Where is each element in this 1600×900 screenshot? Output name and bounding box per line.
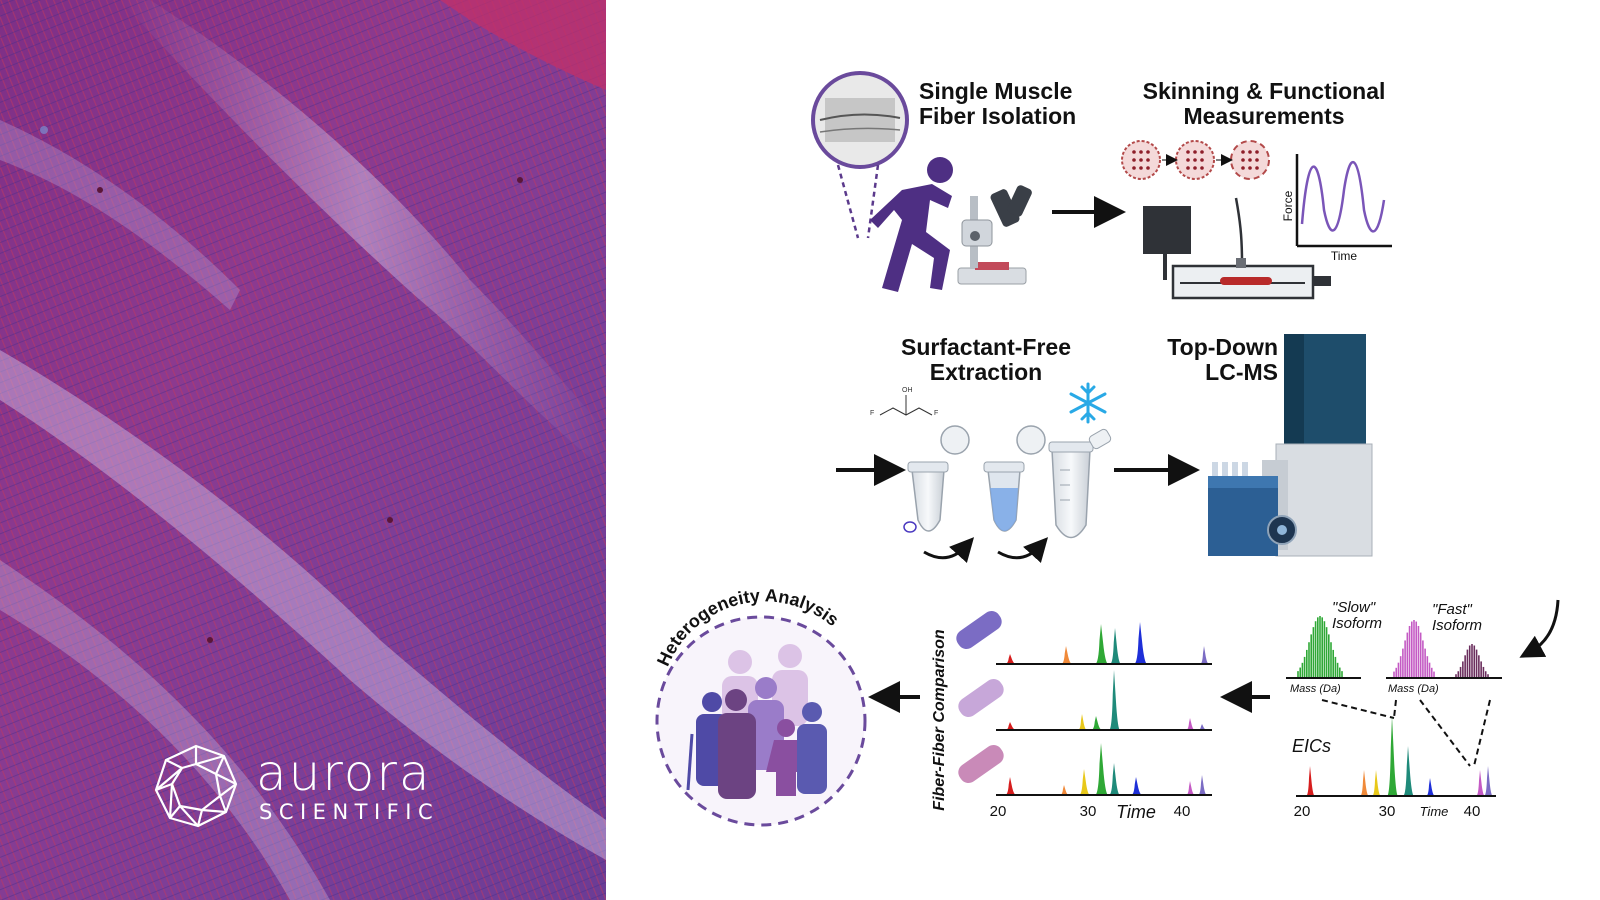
eic-peak (1426, 778, 1435, 796)
fiber-time-label: Time (1116, 802, 1156, 822)
fiber-peak (1005, 722, 1016, 730)
fiber-peak (1109, 763, 1120, 795)
slow-mass-axis-label: Mass (Da) (1290, 683, 1341, 695)
eic-tick-20: 20 (1294, 803, 1311, 820)
fiber-peak (1061, 646, 1072, 664)
lcms-instrument-icon (1208, 334, 1373, 557)
curved-arrow-to-ms (1519, 599, 1560, 658)
eic-peak (1403, 746, 1414, 796)
extraction-title-line1: Surfactant-Free (901, 334, 1071, 360)
time-axis-label: Time (1331, 249, 1358, 263)
aurora-scientific-brand: aurora SCIENTIFIC (152, 742, 472, 832)
eic-peak (1306, 766, 1315, 796)
slow-isoform-label-2: Isoform (1332, 615, 1382, 632)
fiber-peak (1110, 628, 1121, 664)
fiber-peak (1109, 670, 1120, 730)
eic-peak (1387, 716, 1398, 796)
fiber-peak (1198, 775, 1207, 795)
workflow-graphics: Force Time OH F F (653, 71, 1560, 827)
tube-3-icon (1048, 428, 1112, 539)
eic-tick-30: 30 (1379, 803, 1396, 820)
eic-peak (1484, 766, 1493, 796)
eic-peak (1360, 770, 1369, 796)
snowflake-icon (1069, 382, 1107, 424)
eic-tick-40: 40 (1464, 803, 1481, 820)
eic-peak (1476, 770, 1485, 796)
fiber-peak (1200, 646, 1209, 664)
fast-mass-axis-label: Mass (Da) (1388, 683, 1439, 695)
mechanics-rig-icon (1143, 197, 1331, 300)
brand-name: aurora (256, 744, 432, 802)
fiber-chromatogram-2 (996, 670, 1212, 731)
fiber-segment-2-icon (958, 679, 1004, 717)
fiber-comparison-label: Fiber-Fiber Comparison (931, 629, 948, 811)
skinning-title-line2: Measurements (1183, 103, 1345, 129)
fiber-chromatogram-3 (996, 743, 1212, 796)
fast-isoform-label-2: Isoform (1432, 617, 1482, 634)
fiber-peak (1095, 743, 1109, 795)
molecule-f-label-1: F (870, 410, 874, 417)
aurora-logo-icon (154, 744, 238, 828)
molecule-f-label-2: F (934, 410, 938, 417)
people-group-icon (686, 644, 827, 799)
fast-isoform-label-1: "Fast" (1432, 601, 1472, 618)
extraction-title: Surfactant-Free Extraction (891, 335, 1081, 385)
fiber-peak (1186, 718, 1195, 730)
lcms-title-line1: Top-Down (1167, 334, 1278, 360)
force-time-plot: Force Time (1281, 154, 1392, 263)
mix-arrow-1 (923, 537, 975, 563)
fiber-peak (1079, 769, 1090, 795)
fiber-peak (1005, 654, 1016, 664)
fiber-peak (1060, 785, 1069, 795)
fiber-peak (1078, 714, 1087, 730)
fiber-peak (1095, 624, 1109, 664)
muscle-histology-image: aurora SCIENTIFIC (0, 0, 606, 900)
fiber-peak (1131, 777, 1142, 795)
workflow-diagram: Single Muscle Fiber Isolation Skinning &… (606, 0, 1600, 900)
fiber-peak (1134, 622, 1148, 664)
molecule-oh-label: OH (902, 387, 913, 394)
extraction-title-line2: Extraction (929, 359, 1043, 385)
fiber-peak (1198, 724, 1207, 730)
slow-isoform-label-1: "Slow" (1332, 599, 1376, 616)
slow-isoform-spectrum: "Slow" Isoform Mass (Da) (1286, 599, 1382, 695)
ms-eic-connectors (1321, 699, 1491, 767)
fiber-tick-30: 30 (1080, 803, 1097, 820)
runner-icon (870, 157, 953, 292)
mix-arrow-2 (997, 537, 1049, 563)
fiber-tick-40: 40 (1174, 803, 1191, 820)
skinning-fiber-circles (1121, 140, 1270, 180)
fast-isoform-spectrum: "Fast" Isoform Mass (Da) (1386, 601, 1502, 695)
fiber-tick-20: 20 (990, 803, 1007, 820)
fiber-segment-3-icon (958, 745, 1004, 783)
microscope-icon (957, 185, 1032, 285)
fiber-peak (1005, 777, 1016, 795)
fiber-zoom-circle (811, 71, 909, 239)
skinning-title-line1: Skinning & Functional (1142, 78, 1386, 104)
force-axis-label: Force (1281, 190, 1295, 221)
fiber-chromatogram-1 (996, 622, 1212, 665)
eic-time-label: Time (1420, 804, 1449, 819)
skinning-title: Skinning & Functional Measurements (1130, 79, 1398, 129)
fiber-segment-1-icon (956, 611, 1002, 649)
tube-1-icon (903, 425, 970, 533)
brand-subtitle: SCIENTIFIC (259, 800, 440, 824)
lcms-title-line2: LC-MS (1205, 359, 1278, 385)
eic-peak (1372, 770, 1381, 796)
tube-2-icon (983, 425, 1046, 532)
hfip-molecule-icon: OH F F (870, 387, 938, 417)
muscle-fiber-texture (0, 0, 606, 900)
lcms-title: Top-Down LC-MS (1150, 335, 1278, 385)
fiber-peak (1091, 716, 1102, 730)
fiber-peak (1186, 781, 1195, 795)
isolation-title-line1: Single Muscle (919, 78, 1073, 104)
isolation-title: Single Muscle Fiber Isolation (919, 79, 1076, 129)
eics-label: EICs (1292, 736, 1331, 756)
eic-chromatogram: EICs 20 30 Time 40 (1292, 716, 1496, 820)
isolation-title-line2: Fiber Isolation (919, 103, 1077, 129)
